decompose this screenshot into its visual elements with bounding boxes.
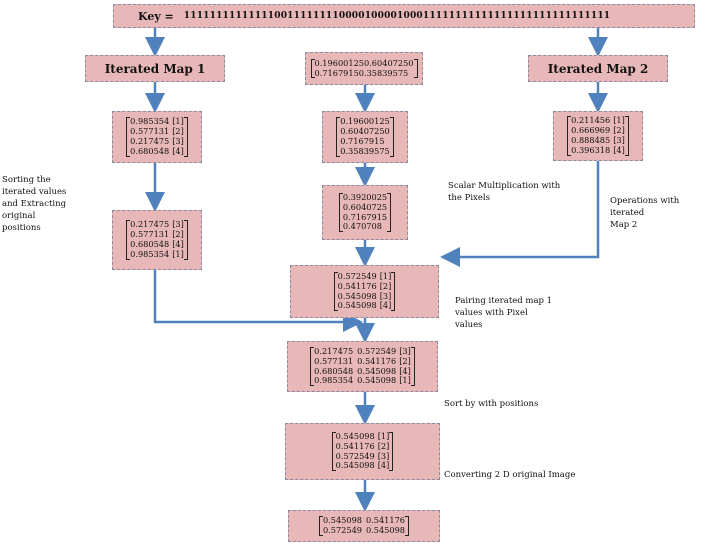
map1-values-matrix: 0.985354[1] 0.577131[2] 0.217475[3] 0.68… bbox=[126, 117, 188, 157]
sorted-by-position-box: 0.545098[1] 0.541176[2] 0.572549[3] 0.54… bbox=[285, 423, 440, 480]
map2-values-matrix: 0.211456[1] 0.666969[2] 0.888485[3] 0.39… bbox=[567, 116, 629, 156]
scalar-result-box: 0.3920025 0.6040725 0.7167915 0.470708 bbox=[322, 185, 408, 240]
map1-values-box: 0.985354[1] 0.577131[2] 0.217475[3] 0.68… bbox=[112, 111, 202, 163]
map1-sorted-matrix: 0.217475[3] 0.577131[2] 0.680548[4] 0.98… bbox=[126, 220, 188, 260]
map2-values-box: 0.211456[1] 0.666969[2] 0.888485[3] 0.39… bbox=[553, 111, 643, 161]
key-label: Key = bbox=[138, 9, 174, 23]
key-box: Key = 1111111111111100111111110000100001… bbox=[113, 4, 695, 28]
arrow-map2-to-operations bbox=[440, 161, 600, 267]
arrow-sorted-to-paired bbox=[153, 270, 363, 332]
pixel-column-matrix: 0.19600125 0.60407250 0.7167915 0.358395… bbox=[336, 117, 394, 157]
note-converting: Converting 2 D original Image bbox=[444, 470, 576, 480]
operations-result-matrix: 0.572549[1] 0.541176[2] 0.545098[3] 0.54… bbox=[333, 271, 396, 312]
note-sort-by: Sort by with positions bbox=[444, 399, 539, 409]
sorted-by-position-matrix: 0.545098[1] 0.541176[2] 0.572549[3] 0.54… bbox=[331, 431, 394, 472]
iterated-map-2-label: Iterated Map 2 bbox=[547, 61, 649, 76]
key-value: 1111111111111100111111110000100001000111… bbox=[183, 11, 611, 21]
pixel-column-box: 0.19600125 0.60407250 0.7167915 0.358395… bbox=[322, 111, 408, 163]
map1-sorted-box: 0.217475[3] 0.577131[2] 0.680548[4] 0.98… bbox=[112, 210, 202, 270]
iterated-map-1-label: Iterated Map 1 bbox=[104, 61, 206, 76]
scalar-result-matrix: 0.3920025 0.6040725 0.7167915 0.470708 bbox=[338, 192, 392, 233]
operations-result-box: 0.572549[1] 0.541176[2] 0.545098[3] 0.54… bbox=[290, 265, 439, 318]
iterated-map-2-box: Iterated Map 2 bbox=[528, 55, 668, 82]
iterated-map-1-box: Iterated Map 1 bbox=[85, 55, 225, 82]
